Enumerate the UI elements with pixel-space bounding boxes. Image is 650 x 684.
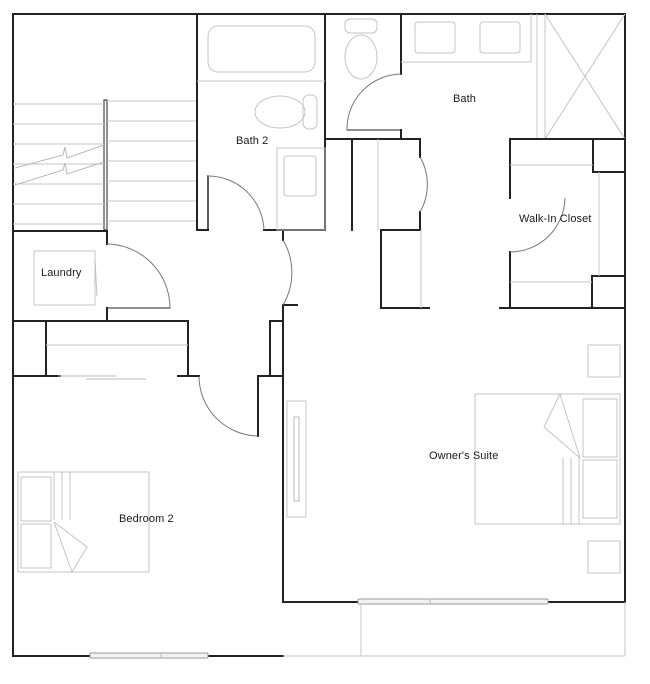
bath-walls xyxy=(324,13,430,309)
bath-2-fixtures xyxy=(197,25,326,231)
closet-walls xyxy=(499,138,626,309)
windows xyxy=(89,598,626,659)
room-label-walk-in-closet: Walk-In Closet xyxy=(519,213,592,225)
stairs xyxy=(12,99,197,232)
room-label-bath-2: Bath 2 xyxy=(236,135,269,147)
exterior-walls xyxy=(12,13,626,657)
bath-2-walls xyxy=(196,13,326,241)
room-label-laundry: Laundry xyxy=(41,267,82,279)
bedroom-2-furniture xyxy=(17,471,150,574)
room-label-owners-suite: Owner's Suite xyxy=(429,450,499,462)
bath-fixtures xyxy=(344,13,626,308)
laundry-fixtures xyxy=(33,239,293,437)
laundry-walls xyxy=(12,230,298,603)
owners-suite-furniture xyxy=(286,344,621,574)
room-label-bedroom-2: Bedroom 2 xyxy=(119,513,174,525)
room-label-bath: Bath xyxy=(453,93,477,105)
closet-fixtures xyxy=(509,164,600,283)
